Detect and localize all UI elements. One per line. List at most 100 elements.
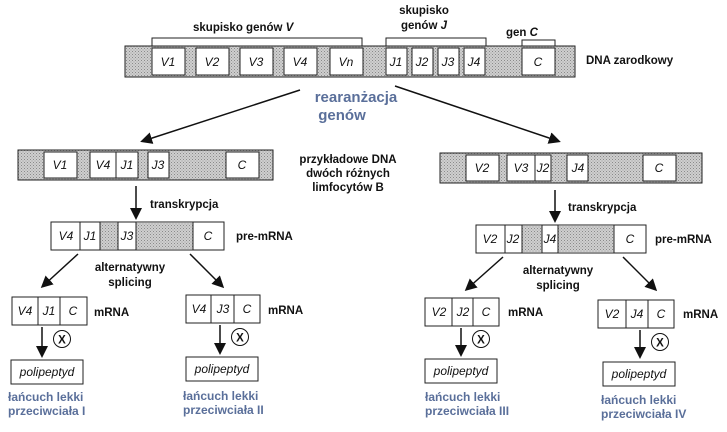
splicing-arrow-right-a bbox=[464, 256, 504, 291]
mrna-3: V2 J2 C bbox=[424, 297, 500, 327]
segment-label: J3 bbox=[120, 229, 134, 243]
segment-label: C bbox=[204, 229, 213, 243]
segment-label: V4 bbox=[18, 304, 33, 318]
chain-label-line1: łańcuch lekki bbox=[425, 390, 500, 404]
example-label-line2: dwóch różnych bbox=[306, 168, 390, 180]
splicing-label-left-line2: splicing bbox=[108, 277, 151, 289]
segment-label: J4 bbox=[543, 232, 557, 246]
splicing-arrow-left-b bbox=[189, 253, 225, 289]
chain-label-line2: przeciwciała II bbox=[183, 403, 264, 417]
segment-label: J2 bbox=[536, 161, 550, 175]
premrna-label-right: pre-mRNA bbox=[655, 234, 712, 246]
chain-label-line1: łańcuch lekki bbox=[183, 389, 258, 403]
segment-label: J4 bbox=[571, 161, 585, 175]
mrna-2: V4 J3 C bbox=[185, 294, 261, 324]
rearrangement-label-line2: genów bbox=[318, 107, 366, 124]
polypeptide-box bbox=[602, 361, 676, 387]
germline-dna: V1 V2 V3 V4 Vn J1 J2 J3 J4 C bbox=[124, 45, 576, 78]
cluster-v-label: skupisko genów V bbox=[193, 22, 295, 34]
polypeptide-label: polipeptyd bbox=[433, 364, 489, 378]
cluster-j-label-line2: genów J bbox=[401, 20, 448, 32]
segment-label: J3 bbox=[441, 55, 455, 69]
segment-label: V2 bbox=[605, 307, 620, 321]
cluster-j-label-line1: skupisko bbox=[399, 5, 449, 17]
segment-label: C bbox=[482, 305, 491, 319]
rearrangement-label-line1: rearanżacja bbox=[315, 89, 398, 106]
segment-label: J2 bbox=[415, 55, 429, 69]
translation-marker-icon bbox=[472, 330, 490, 348]
segment-label: V4 bbox=[293, 55, 308, 69]
segment-label: J4 bbox=[467, 55, 481, 69]
premrna-label-left: pre-mRNA bbox=[236, 231, 293, 243]
polypeptide-label: polipeptyd bbox=[611, 367, 667, 381]
splicing-arrow-right-b bbox=[622, 256, 658, 292]
polypeptide-label: polipeptyd bbox=[194, 362, 250, 376]
segment-label: V4 bbox=[59, 229, 74, 243]
splicing-label-right-line2: splicing bbox=[536, 280, 579, 292]
splicing-label-right-line1: alternatywny bbox=[523, 265, 594, 277]
segment-label: C bbox=[534, 55, 543, 69]
segment-label: Vn bbox=[339, 55, 354, 69]
translation-marker-icon bbox=[53, 330, 71, 348]
segment-label: J1 bbox=[42, 304, 56, 318]
segment-label: V3 bbox=[249, 55, 264, 69]
example-label-line1: przykładowe DNA bbox=[299, 154, 396, 166]
segment-label: J4 bbox=[630, 307, 644, 321]
splicing-label-left-line1: alternatywny bbox=[95, 262, 166, 274]
segment-label: V3 bbox=[514, 161, 529, 175]
segment-label: C bbox=[655, 161, 664, 175]
polypeptide-box bbox=[10, 359, 84, 385]
cluster-j-bracket bbox=[385, 37, 487, 46]
translation-marker-text: X bbox=[656, 338, 664, 350]
segment-label: J3 bbox=[151, 158, 165, 172]
segment-label: V1 bbox=[161, 55, 176, 69]
mrna-label: mRNA bbox=[683, 309, 718, 321]
translation-marker-text: X bbox=[236, 333, 244, 345]
dna-right: V2 V3 J2 J4 C bbox=[439, 152, 703, 184]
gene-c-bracket bbox=[521, 39, 556, 46]
segment-label: V2 bbox=[432, 305, 447, 319]
cluster-v-bracket bbox=[151, 37, 363, 46]
segment-label: J2 bbox=[456, 305, 470, 319]
dna-left: V1 V4 J1 J3 C bbox=[17, 149, 274, 181]
chain-label-line2: przeciwciała III bbox=[425, 404, 509, 418]
segment-label: J3 bbox=[216, 302, 230, 316]
segment-label: V4 bbox=[96, 158, 111, 172]
arrow-left bbox=[140, 89, 301, 144]
premrna-left: V4 J1 J3 C bbox=[50, 221, 225, 251]
segment-label: J1 bbox=[120, 158, 134, 172]
translation-marker-icon bbox=[651, 333, 669, 351]
mrna-label: mRNA bbox=[94, 307, 129, 319]
segment-label: J2 bbox=[506, 232, 520, 246]
polypeptide-label: polipeptyd bbox=[19, 365, 75, 379]
chain-label-line2: przeciwciała I bbox=[8, 404, 85, 418]
polypeptide-box bbox=[424, 358, 498, 384]
translation-marker-text: X bbox=[58, 335, 66, 347]
polypeptide-box bbox=[185, 356, 259, 382]
transcription-label-right: transkrypcja bbox=[568, 202, 637, 214]
segment-label: C bbox=[238, 158, 247, 172]
segment-label: V2 bbox=[205, 55, 220, 69]
segment-label: V4 bbox=[192, 302, 207, 316]
gene-c-label: gen C bbox=[506, 27, 539, 39]
segment-label: V2 bbox=[483, 232, 498, 246]
transcription-label-left: transkrypcja bbox=[150, 199, 219, 211]
segment-label: C bbox=[243, 302, 252, 316]
translation-marker-text: X bbox=[477, 335, 485, 347]
mrna-1: V4 J1 C bbox=[11, 296, 88, 326]
mrna-label: mRNA bbox=[268, 305, 303, 317]
chain-label-line2: przeciwciała IV bbox=[601, 407, 686, 421]
segment-label: J1 bbox=[83, 229, 97, 243]
segment-label: C bbox=[657, 307, 666, 321]
example-label-line3: limfocytów B bbox=[312, 182, 384, 194]
segment-label: V1 bbox=[53, 158, 68, 172]
splicing-arrow-left-a bbox=[40, 253, 79, 289]
segment-label: C bbox=[69, 304, 78, 318]
mrna-label: mRNA bbox=[508, 307, 543, 319]
segment-label: C bbox=[626, 232, 635, 246]
chain-label-line1: łańcuch lekki bbox=[8, 390, 83, 404]
chain-label-line1: łańcuch lekki bbox=[601, 393, 676, 407]
premrna-right: V2 J2 J4 C bbox=[475, 224, 647, 254]
